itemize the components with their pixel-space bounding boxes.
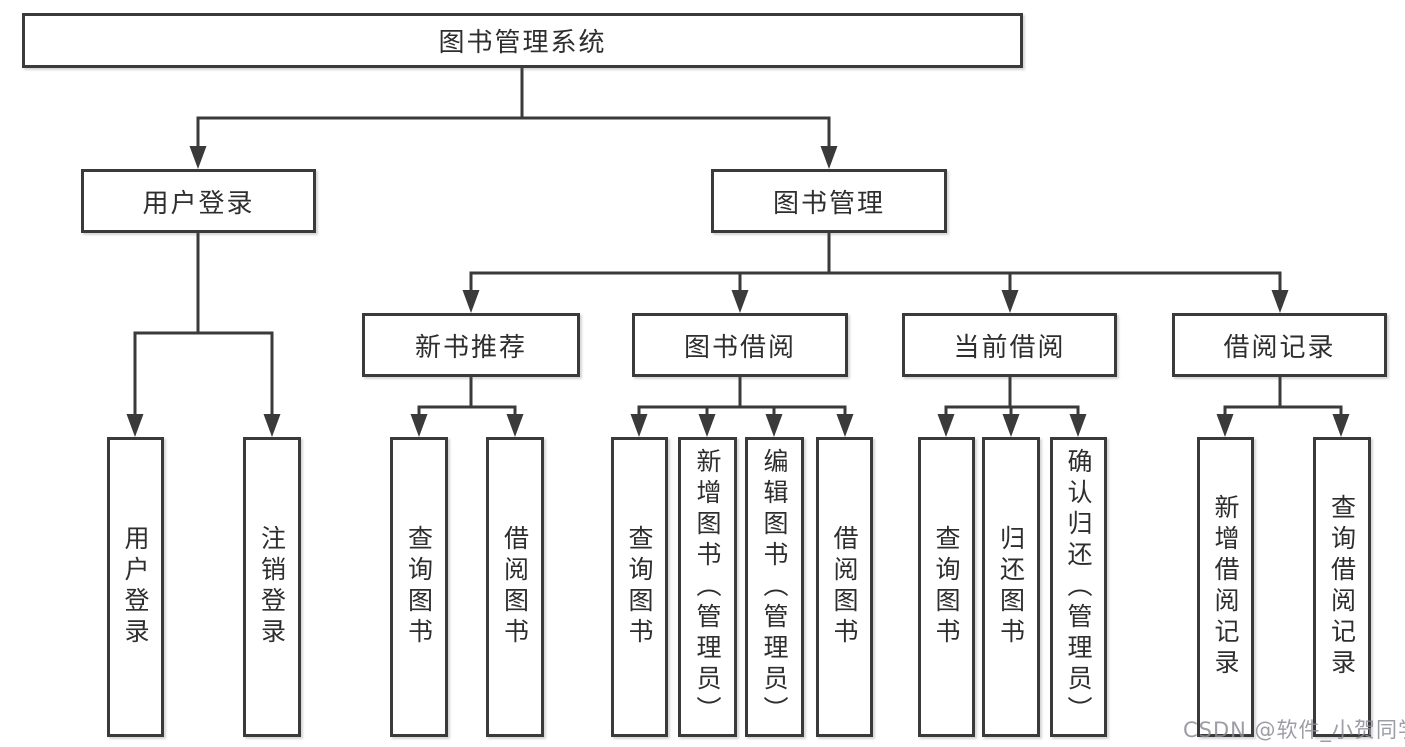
node-book-borrowing: 图书借阅 <box>632 313 848 377</box>
leaf-query-books-borrow: 查询图书 <box>611 437 668 737</box>
leaf-logout: 注销登录 <box>243 437 301 737</box>
leaf-label: 借阅图书 <box>500 525 530 649</box>
leaf-label: 查询图书 <box>932 525 961 649</box>
leaf-label: 新增借阅记录 <box>1211 494 1240 680</box>
leaf-label: 新增图书（管理员） <box>693 447 722 727</box>
node-label: 当前借阅 <box>953 332 1066 363</box>
node-label: 图书管理系统 <box>438 28 607 58</box>
node-library-management-system: 图书管理系统 <box>22 13 1023 68</box>
leaf-label: 确认归还（管理员） <box>1064 447 1093 727</box>
node-label: 借阅记录 <box>1223 332 1336 363</box>
node-borrowing-records: 借阅记录 <box>1172 313 1387 377</box>
leaf-label: 查询借阅记录 <box>1327 494 1357 680</box>
csdn-watermark: CSDN @软件_小贺同学 <box>1183 718 1405 742</box>
leaf-query-books-current: 查询图书 <box>918 437 975 737</box>
node-current-borrowing: 当前借阅 <box>902 313 1117 377</box>
connector-strokes <box>133 68 1343 418</box>
node-label: 新书推荐 <box>414 332 527 363</box>
leaf-label: 借阅图书 <box>830 525 859 649</box>
leaf-query-borrow-record: 查询借阅记录 <box>1313 437 1371 737</box>
node-book-management: 图书管理 <box>711 169 947 233</box>
node-label: 图书管理 <box>772 188 885 219</box>
leaf-return-books: 归还图书 <box>982 437 1040 737</box>
leaf-label: 编辑图书（管理员） <box>760 447 789 727</box>
leaf-add-books-admin: 新增图书（管理员） <box>678 437 737 737</box>
leaf-label: 查询图书 <box>625 525 654 649</box>
arrowheads <box>126 146 1350 437</box>
leaf-borrow-books: 借阅图书 <box>816 437 873 737</box>
leaf-confirm-return-admin: 确认归还（管理员） <box>1050 437 1107 737</box>
leaf-edit-books-admin: 编辑图书（管理员） <box>745 437 804 737</box>
leaf-add-borrow-record: 新增借阅记录 <box>1197 437 1254 737</box>
node-label: 用户登录 <box>142 188 255 219</box>
node-new-book-recommendation: 新书推荐 <box>362 313 580 377</box>
leaf-label: 归还图书 <box>996 525 1026 649</box>
leaf-user-login: 用户登录 <box>107 437 164 737</box>
leaf-label: 查询图书 <box>404 525 434 649</box>
leaf-label: 注销登录 <box>257 525 287 649</box>
node-label: 图书借阅 <box>683 332 796 363</box>
leaf-borrow-books-recommend: 借阅图书 <box>486 437 544 737</box>
leaf-label: 用户登录 <box>121 525 150 649</box>
node-user-login: 用户登录 <box>81 169 316 233</box>
leaf-query-books-recommend: 查询图书 <box>390 437 448 737</box>
